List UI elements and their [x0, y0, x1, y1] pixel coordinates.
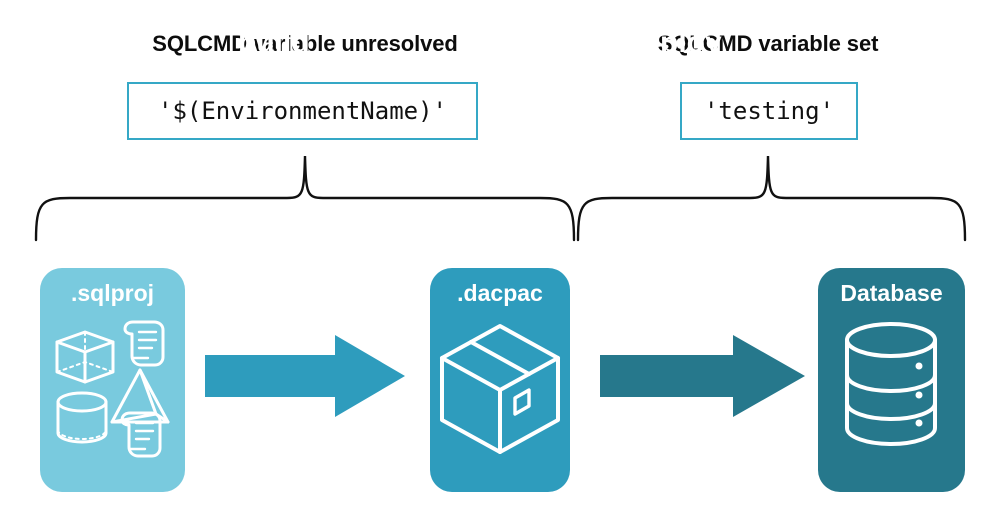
cube-icon [55, 330, 115, 384]
stage-label-database: Database [840, 280, 943, 306]
sqlproj-artwork [55, 320, 170, 458]
stage-box-database: Database [818, 268, 965, 492]
stage-box-sqlproj: .sqlproj [40, 268, 185, 492]
database-cylinder-icon [845, 322, 937, 446]
scroll-icon [120, 411, 162, 458]
code-box-unresolved-value: '$(EnvironmentName)' [127, 82, 478, 140]
scroll-icon [123, 320, 165, 367]
dacpac-artwork [440, 324, 560, 454]
package-box-icon [440, 324, 560, 454]
curly-brace-left [34, 155, 576, 242]
curly-brace-right [576, 155, 967, 242]
database-artwork [845, 322, 937, 446]
arrow-label-build: build [238, 26, 310, 59]
stage-label-sqlproj: .sqlproj [70, 280, 155, 306]
stage-box-dacpac: .dacpac [430, 268, 570, 492]
arrow-deploy [600, 335, 805, 417]
cylinder-icon [56, 391, 108, 444]
arrow-label-deploy: deploy [625, 26, 722, 59]
brace-group [34, 155, 967, 242]
code-box-set-value: 'testing' [680, 82, 858, 140]
heading-sqlcmd-set: SQLCMD variable set [657, 31, 879, 56]
heading-sqlcmd-unresolved: SQLCMD variable unresolved [152, 31, 458, 56]
arrow-shape [205, 335, 405, 417]
arrow-shape [600, 335, 805, 417]
stage-label-dacpac: .dacpac [457, 280, 543, 306]
arrow-build [205, 335, 405, 417]
